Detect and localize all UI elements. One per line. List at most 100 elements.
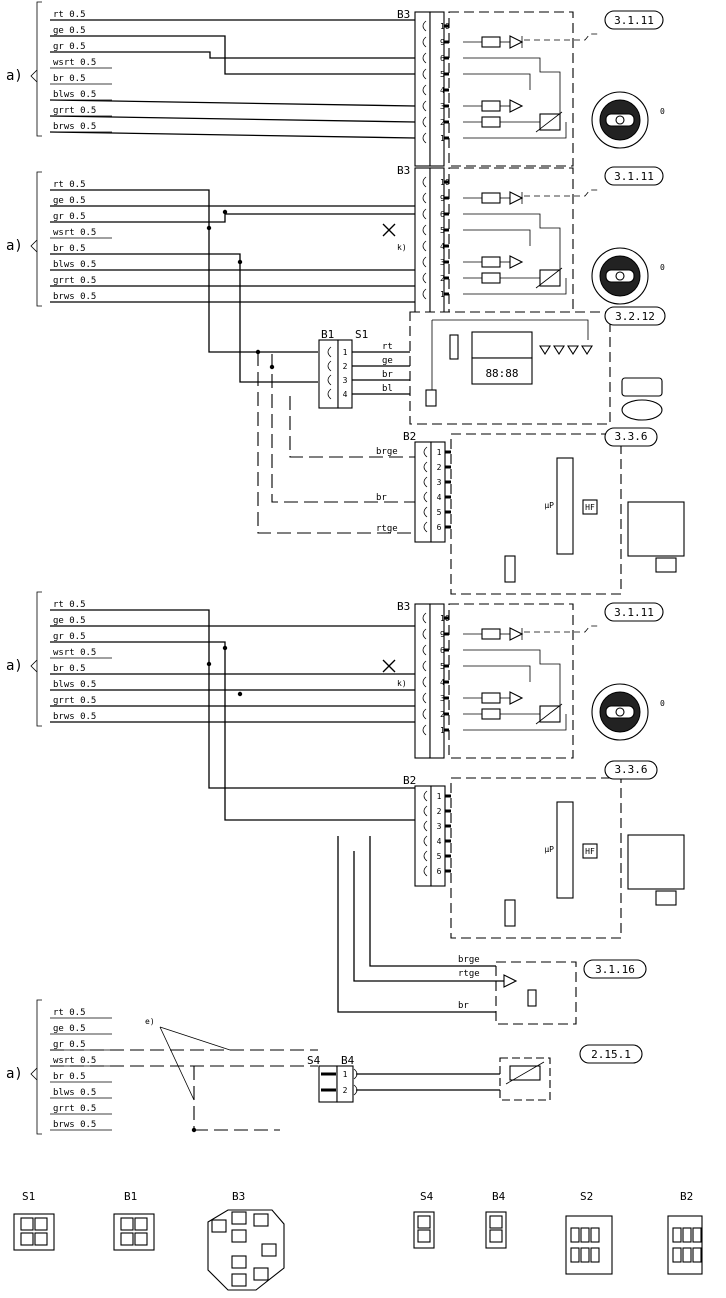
s1-pin-number: 4 — [343, 390, 348, 399]
ref-bubble — [604, 427, 658, 447]
b3-pin-number: 4 — [440, 86, 445, 95]
connector-label-s2: S2 — [580, 1190, 593, 1203]
b4-label: B4 — [341, 1054, 355, 1067]
wire-label: ge 0.5 — [53, 616, 86, 626]
wire-label: ge 0.5 — [53, 26, 86, 36]
connector-cavity — [570, 1227, 580, 1243]
connector-cavity — [134, 1232, 148, 1246]
b3-pin-number: 3 — [440, 694, 445, 703]
b2-wire-label: br — [376, 493, 387, 503]
display-window — [471, 331, 533, 359]
brace-point — [30, 239, 38, 253]
note-leader — [159, 1026, 195, 1101]
b3-cavity — [261, 1243, 277, 1257]
s1-label: S1 — [355, 328, 368, 341]
b3-pin-number: 3 — [440, 258, 445, 267]
connector-cavity — [682, 1247, 692, 1263]
b2-pin-number: 5 — [437, 852, 442, 861]
b3-pin-number: 4 — [440, 242, 445, 251]
b2-wire-label: rtge — [376, 524, 398, 534]
connector-cavity — [34, 1217, 48, 1231]
display-switch — [449, 334, 459, 360]
b3-socket — [422, 176, 427, 188]
sensor-wire-label: brge — [458, 955, 480, 965]
brace — [36, 171, 42, 307]
b3-cavity — [231, 1255, 247, 1269]
b3-label: B3 — [397, 8, 410, 21]
module-resistor — [504, 555, 516, 583]
b3-socket — [422, 628, 427, 640]
wire-label: grrt 0.5 — [53, 106, 96, 116]
resistor — [481, 708, 501, 720]
display-digits-text: 88:88 — [485, 367, 518, 380]
b3-pin-number: 3 — [440, 102, 445, 111]
b3-pin-number: 1 — [440, 290, 445, 299]
connector-pictogram-b1 — [113, 1213, 155, 1251]
wire-label: gr 0.5 — [53, 632, 86, 642]
microprocessor — [556, 457, 574, 555]
wire-label: grrt 0.5 — [53, 1104, 96, 1114]
junction-dot — [191, 1127, 197, 1133]
b2-socket — [423, 446, 428, 458]
b2-pin-number: 1 — [437, 448, 442, 457]
connector-pictogram-s1 — [13, 1213, 55, 1251]
b3-cavity — [231, 1273, 247, 1287]
b3-pin-number: 2 — [440, 274, 445, 283]
b1-socket — [327, 346, 332, 358]
wire-label: gr 0.5 — [53, 212, 86, 222]
b2-socket — [423, 835, 428, 847]
connector-pictogram-b4 — [485, 1211, 507, 1249]
instrument-box — [448, 603, 574, 759]
b2-label: B2 — [403, 774, 416, 787]
b3-socket — [422, 676, 427, 688]
b3-pin-number: 2 — [440, 118, 445, 127]
dashed-wire — [271, 354, 415, 503]
ref-number: 3.1.11 — [614, 170, 654, 183]
connector-cavity — [20, 1217, 34, 1231]
wire — [50, 51, 415, 59]
sensor-wire-label: br — [458, 1001, 469, 1011]
display-led — [539, 345, 551, 356]
connector-cavity — [580, 1247, 590, 1263]
junction-dot — [206, 225, 212, 231]
b3-housing — [414, 167, 431, 323]
b3-socket — [422, 256, 427, 268]
b1-label: B1 — [321, 328, 334, 341]
wire-label: gr 0.5 — [53, 1040, 86, 1050]
wire-label: brws 0.5 — [53, 122, 96, 132]
wire — [353, 851, 504, 982]
b3-socket — [422, 100, 427, 112]
wire-label: blws 0.5 — [53, 1088, 96, 1098]
dial-knob — [615, 271, 625, 281]
instrument-box — [448, 167, 574, 323]
b2-socket — [423, 521, 428, 533]
b3-socket — [422, 192, 427, 204]
b3-housing — [414, 11, 431, 167]
b3-cavity — [253, 1213, 269, 1227]
module-illustration-plug — [655, 890, 677, 906]
wire-label: rt 0.5 — [53, 180, 86, 190]
b2-pin-number: 1 — [437, 792, 442, 801]
note-k: k) — [397, 243, 407, 252]
ref-number: 3.3.6 — [614, 430, 647, 443]
connector-cavity — [590, 1247, 600, 1263]
connector-label-s4: S4 — [420, 1190, 434, 1203]
b2-socket — [423, 491, 428, 503]
b2-socket — [423, 506, 428, 518]
b3-socket — [422, 272, 427, 284]
connector-face — [667, 1215, 703, 1275]
wire-label: br 0.5 — [53, 1072, 86, 1082]
microprocessor — [556, 801, 574, 899]
dial-zero-label: 0 — [660, 107, 665, 116]
internal-wire — [463, 665, 531, 682]
wire — [50, 609, 415, 789]
wire-label: brws 0.5 — [53, 712, 96, 722]
b3-pin-number: 2 — [440, 710, 445, 719]
ref-number: 2.15.1 — [591, 1048, 631, 1061]
junction-dot — [237, 691, 243, 697]
device-illustration — [621, 377, 663, 397]
section-label: a) — [6, 1066, 23, 1082]
note-k: k) — [397, 679, 407, 688]
connector-cavity — [580, 1227, 590, 1243]
brace-point — [30, 69, 38, 83]
